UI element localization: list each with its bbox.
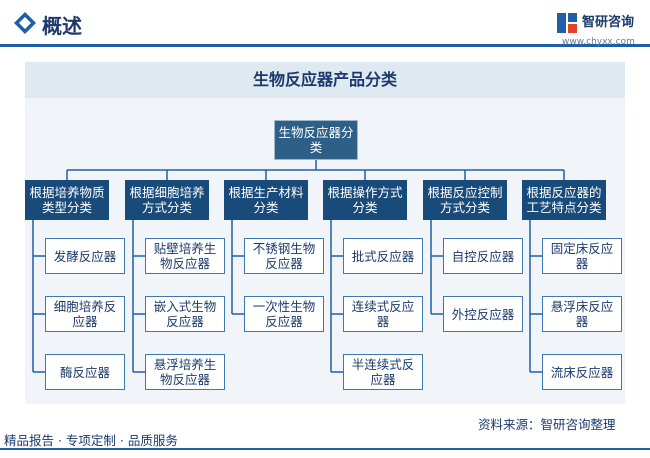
leaf-node-label: 悬浮培养生物反应器 xyxy=(153,357,217,387)
category-node-label: 根据培养物质类型分类 xyxy=(29,185,105,215)
footer-slogan: 精品报告 · 专项定制 · 品质服务 xyxy=(4,433,178,448)
brand-url: www.chyxx.com xyxy=(562,37,635,47)
category-node-label: 根据操作方式分类 xyxy=(327,185,403,215)
category-node: 根据细胞培养方式分类 xyxy=(125,180,209,220)
leaf-node-label: 固定床反应器 xyxy=(550,241,614,271)
leaf-node: 外控反应器 xyxy=(443,296,523,332)
leaf-node-label: 悬浮床反应器 xyxy=(550,299,614,329)
diagram-title: 生物反应器产品分类 xyxy=(25,62,625,98)
header-divider xyxy=(0,44,650,47)
leaf-node-label: 嵌入式生物反应器 xyxy=(153,299,217,329)
leaf-node: 流床反应器 xyxy=(542,354,622,390)
leaf-node: 连续式反应器 xyxy=(343,296,423,332)
source-note: 资料来源：智研咨询整理 xyxy=(478,417,616,432)
leaf-node: 批式反应器 xyxy=(343,238,423,274)
brand-logo: 智研咨询 www.chyxx.com xyxy=(556,10,646,47)
leaf-node: 悬浮床反应器 xyxy=(542,296,622,332)
brand-name: 智研咨询 xyxy=(582,15,635,30)
category-node-label: 根据反应控制方式分类 xyxy=(427,185,503,215)
leaf-node-label: 不锈钢生物反应器 xyxy=(252,241,316,271)
brand-mark-icon xyxy=(557,13,577,33)
diagram-panel: 生物反应器产品分类 xyxy=(25,62,625,404)
leaf-node: 自控反应器 xyxy=(443,238,523,274)
leaf-node-label: 细胞培养反应器 xyxy=(53,299,117,329)
category-node: 根据生产材料分类 xyxy=(224,180,308,220)
page-header: 概述 xyxy=(0,0,650,52)
leaf-node-label: 流床反应器 xyxy=(550,364,614,380)
footer-divider xyxy=(0,448,650,450)
leaf-node: 固定床反应器 xyxy=(542,238,622,274)
root-node-label: 生物反应器分类 xyxy=(278,125,354,155)
category-node-label: 根据细胞培养方式分类 xyxy=(129,185,205,215)
category-node-label: 根据生产材料分类 xyxy=(228,185,304,215)
leaf-node-label: 自控反应器 xyxy=(451,248,515,264)
leaf-node: 细胞培养反应器 xyxy=(45,296,125,332)
category-node: 根据反应控制方式分类 xyxy=(423,180,507,220)
leaf-node-label: 连续式反应器 xyxy=(351,299,415,329)
category-node-label: 根据反应器的工艺特点分类 xyxy=(526,185,602,215)
leaf-node-label: 酶反应器 xyxy=(59,364,110,380)
category-node: 根据培养物质类型分类 xyxy=(25,180,109,220)
leaf-node: 发酵反应器 xyxy=(45,238,125,274)
leaf-node: 悬浮培养生物反应器 xyxy=(145,354,225,390)
leaf-node: 嵌入式生物反应器 xyxy=(145,296,225,332)
category-node: 根据操作方式分类 xyxy=(323,180,407,220)
leaf-node-label: 一次性生物反应器 xyxy=(252,299,316,329)
leaf-node-label: 批式反应器 xyxy=(351,248,415,264)
leaf-node-label: 外控反应器 xyxy=(451,306,515,322)
leaf-node-label: 发酵反应器 xyxy=(53,248,117,264)
page-title: 概述 xyxy=(42,14,82,38)
leaf-node: 酶反应器 xyxy=(45,354,125,390)
leaf-node-label: 半连续式反应器 xyxy=(351,357,415,387)
category-node: 根据反应器的工艺特点分类 xyxy=(522,180,606,220)
leaf-node-label: 贴壁培养生物反应器 xyxy=(153,241,217,271)
root-node: 生物反应器分类 xyxy=(274,120,358,160)
diamond-icon xyxy=(14,12,36,34)
leaf-node: 半连续式反应器 xyxy=(343,354,423,390)
leaf-node: 贴壁培养生物反应器 xyxy=(145,238,225,274)
leaf-node: 不锈钢生物反应器 xyxy=(244,238,324,274)
leaf-node: 一次性生物反应器 xyxy=(244,296,324,332)
